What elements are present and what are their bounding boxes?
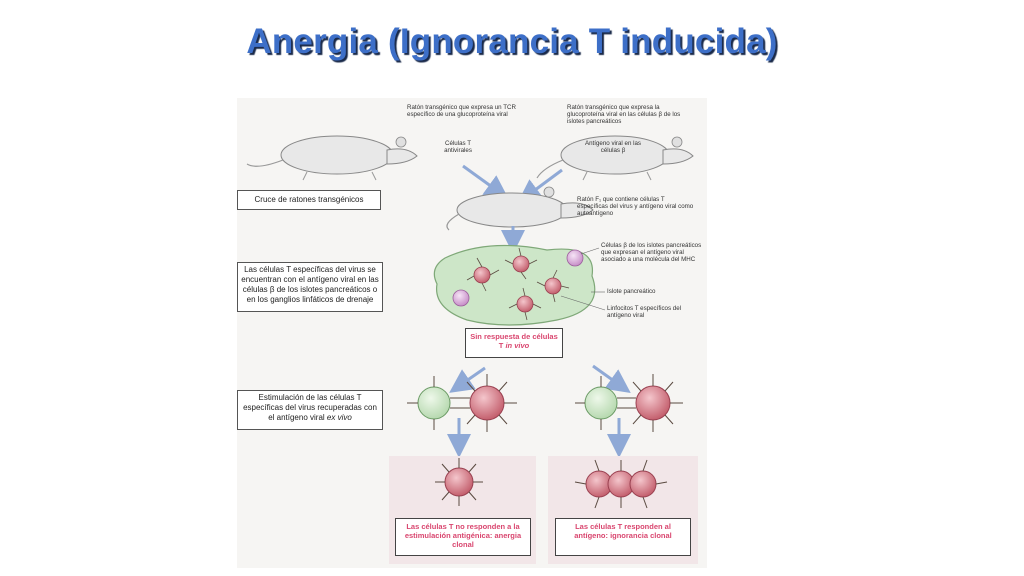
- side-box-encounter: Las células T específicas del virus se e…: [237, 262, 383, 312]
- no-response-italic: in vivo: [505, 341, 530, 350]
- no-response-text: Sin respuesta de células T: [470, 332, 558, 350]
- f1-caption: Ratón F₁ que contiene células T específi…: [577, 196, 694, 218]
- side-box-stimulation-text: Estimulación de las células T específica…: [243, 393, 377, 422]
- mouse2-caption: Ratón transgénico que expresa la glucopr…: [567, 104, 681, 126]
- single-tcell: [435, 458, 483, 506]
- mouse-antigen-icon: [536, 135, 694, 181]
- side-box-stimulation: Estimulación de las células T específica…: [237, 390, 383, 430]
- beta-cells-caption: Células β de los islotes pancreáticos qu…: [601, 242, 702, 264]
- slide-title: Anergia (Ignorancia T inducida): [246, 22, 778, 61]
- mouse1-label: Células T antivirales: [444, 140, 472, 154]
- mouse-tcr-icon: [246, 135, 418, 181]
- mouse2-label: Antígeno viral en las células β: [584, 140, 642, 154]
- lymphocyte-caption: Linfocitos T específicos del antígeno vi…: [607, 305, 682, 320]
- left-stimulation-cells: [407, 374, 517, 432]
- mouse-f1-icon: [446, 186, 594, 231]
- islet-caption: Islote pancreático: [607, 288, 656, 295]
- no-response-box: Sin respuesta de células T in vivo: [465, 328, 563, 358]
- pancreatic-islet: [433, 244, 596, 326]
- immunology-figure: Ratón transgénico que expresa un TCR esp…: [237, 98, 707, 568]
- result-right-box: Las células T responden al antígeno: ign…: [555, 518, 691, 556]
- result-left-box: Las células T no responden a la estimula…: [395, 518, 531, 556]
- expanded-tcells: [574, 459, 668, 509]
- side-box-stimulation-italic: ex vivo: [326, 413, 352, 422]
- right-stimulation-cells: [575, 374, 683, 432]
- mouse1-caption: Ratón transgénico que expresa un TCR esp…: [407, 104, 516, 119]
- side-box-cross: Cruce de ratones transgénicos: [237, 190, 381, 210]
